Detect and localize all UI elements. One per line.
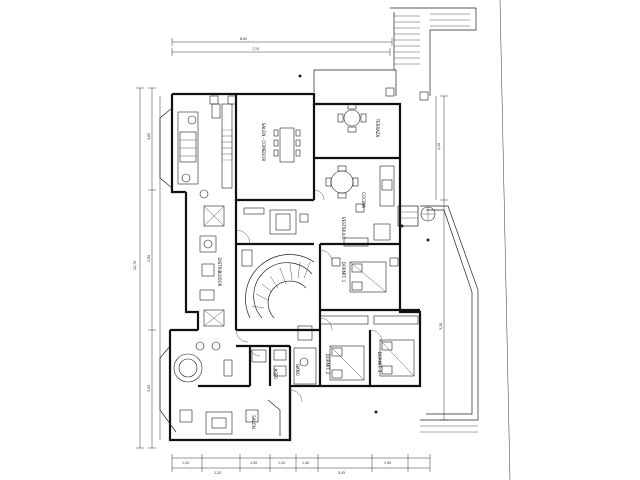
spiral-staircase <box>241 249 315 319</box>
dim-bottom-d: 1,20 <box>278 461 285 465</box>
door-swings <box>235 189 383 403</box>
bed-dormit-2 <box>319 315 369 381</box>
dim-bottom-b: 2,25 <box>214 471 221 475</box>
bed-dormit-3 <box>373 315 419 377</box>
label-cocina: COCINA <box>361 192 366 208</box>
lower-bay-room <box>173 341 259 435</box>
entry-details <box>209 74 436 414</box>
dim-left-total: 12,70 <box>133 261 137 270</box>
living-sofa <box>243 207 309 235</box>
room-labels: SALÓN - COMEDOR COCINA TERRAZA DORMIT. 1… <box>217 118 382 429</box>
dim-left-b: 2,90 <box>147 255 151 262</box>
label-vestibulo: VESTÍBULO <box>341 217 346 239</box>
label-terraza: TERRAZA <box>375 118 380 138</box>
label-dormit-3: DORMIT. 3 <box>377 352 382 373</box>
exterior-walls <box>168 92 422 442</box>
bed-dormit-1 <box>331 257 399 293</box>
bay-windows <box>159 107 281 436</box>
dim-right-a: 4,10 <box>437 143 441 150</box>
label-dormit-2: DORMIT. 2 <box>325 354 330 375</box>
kitchen-counter <box>177 103 233 199</box>
dim-bottom-f: 3,45 <box>338 471 345 475</box>
bathroom-fixtures <box>199 205 391 385</box>
label-aseo: ASEO <box>273 369 278 380</box>
label-salon: SALÓN <box>251 415 256 429</box>
dining-table <box>273 127 301 163</box>
label-distribuidor: DISTRIBUIDOR <box>217 257 222 286</box>
dim-right-b: 3,20 <box>439 323 443 330</box>
dim-bottom-g: 1,90 <box>384 461 391 465</box>
label-bano: BAÑO <box>295 364 300 376</box>
dim-left-a: 3,65 <box>147 133 151 140</box>
kitchen-table <box>325 165 395 213</box>
dim-left-c: 3,05 <box>147 385 151 392</box>
dim-bottom-a: 1,20 <box>182 461 189 465</box>
dim-top-total: 8,65 <box>240 37 247 41</box>
exterior-terrace <box>313 7 479 433</box>
label-salon-comedor: SALÓN - COMEDOR <box>261 123 266 162</box>
dim-bottom-c: 1,50 <box>250 461 257 465</box>
terrace-table <box>337 87 429 133</box>
dimension-labels: 8,65 7,15 12,70 3,65 2,90 3,05 1,20 2,25… <box>133 37 443 475</box>
dim-top-partial: 7,15 <box>252 47 259 51</box>
label-dormit-1: DORMIT. 1 <box>341 262 346 283</box>
dim-bottom-e: 1,40 <box>302 461 309 465</box>
